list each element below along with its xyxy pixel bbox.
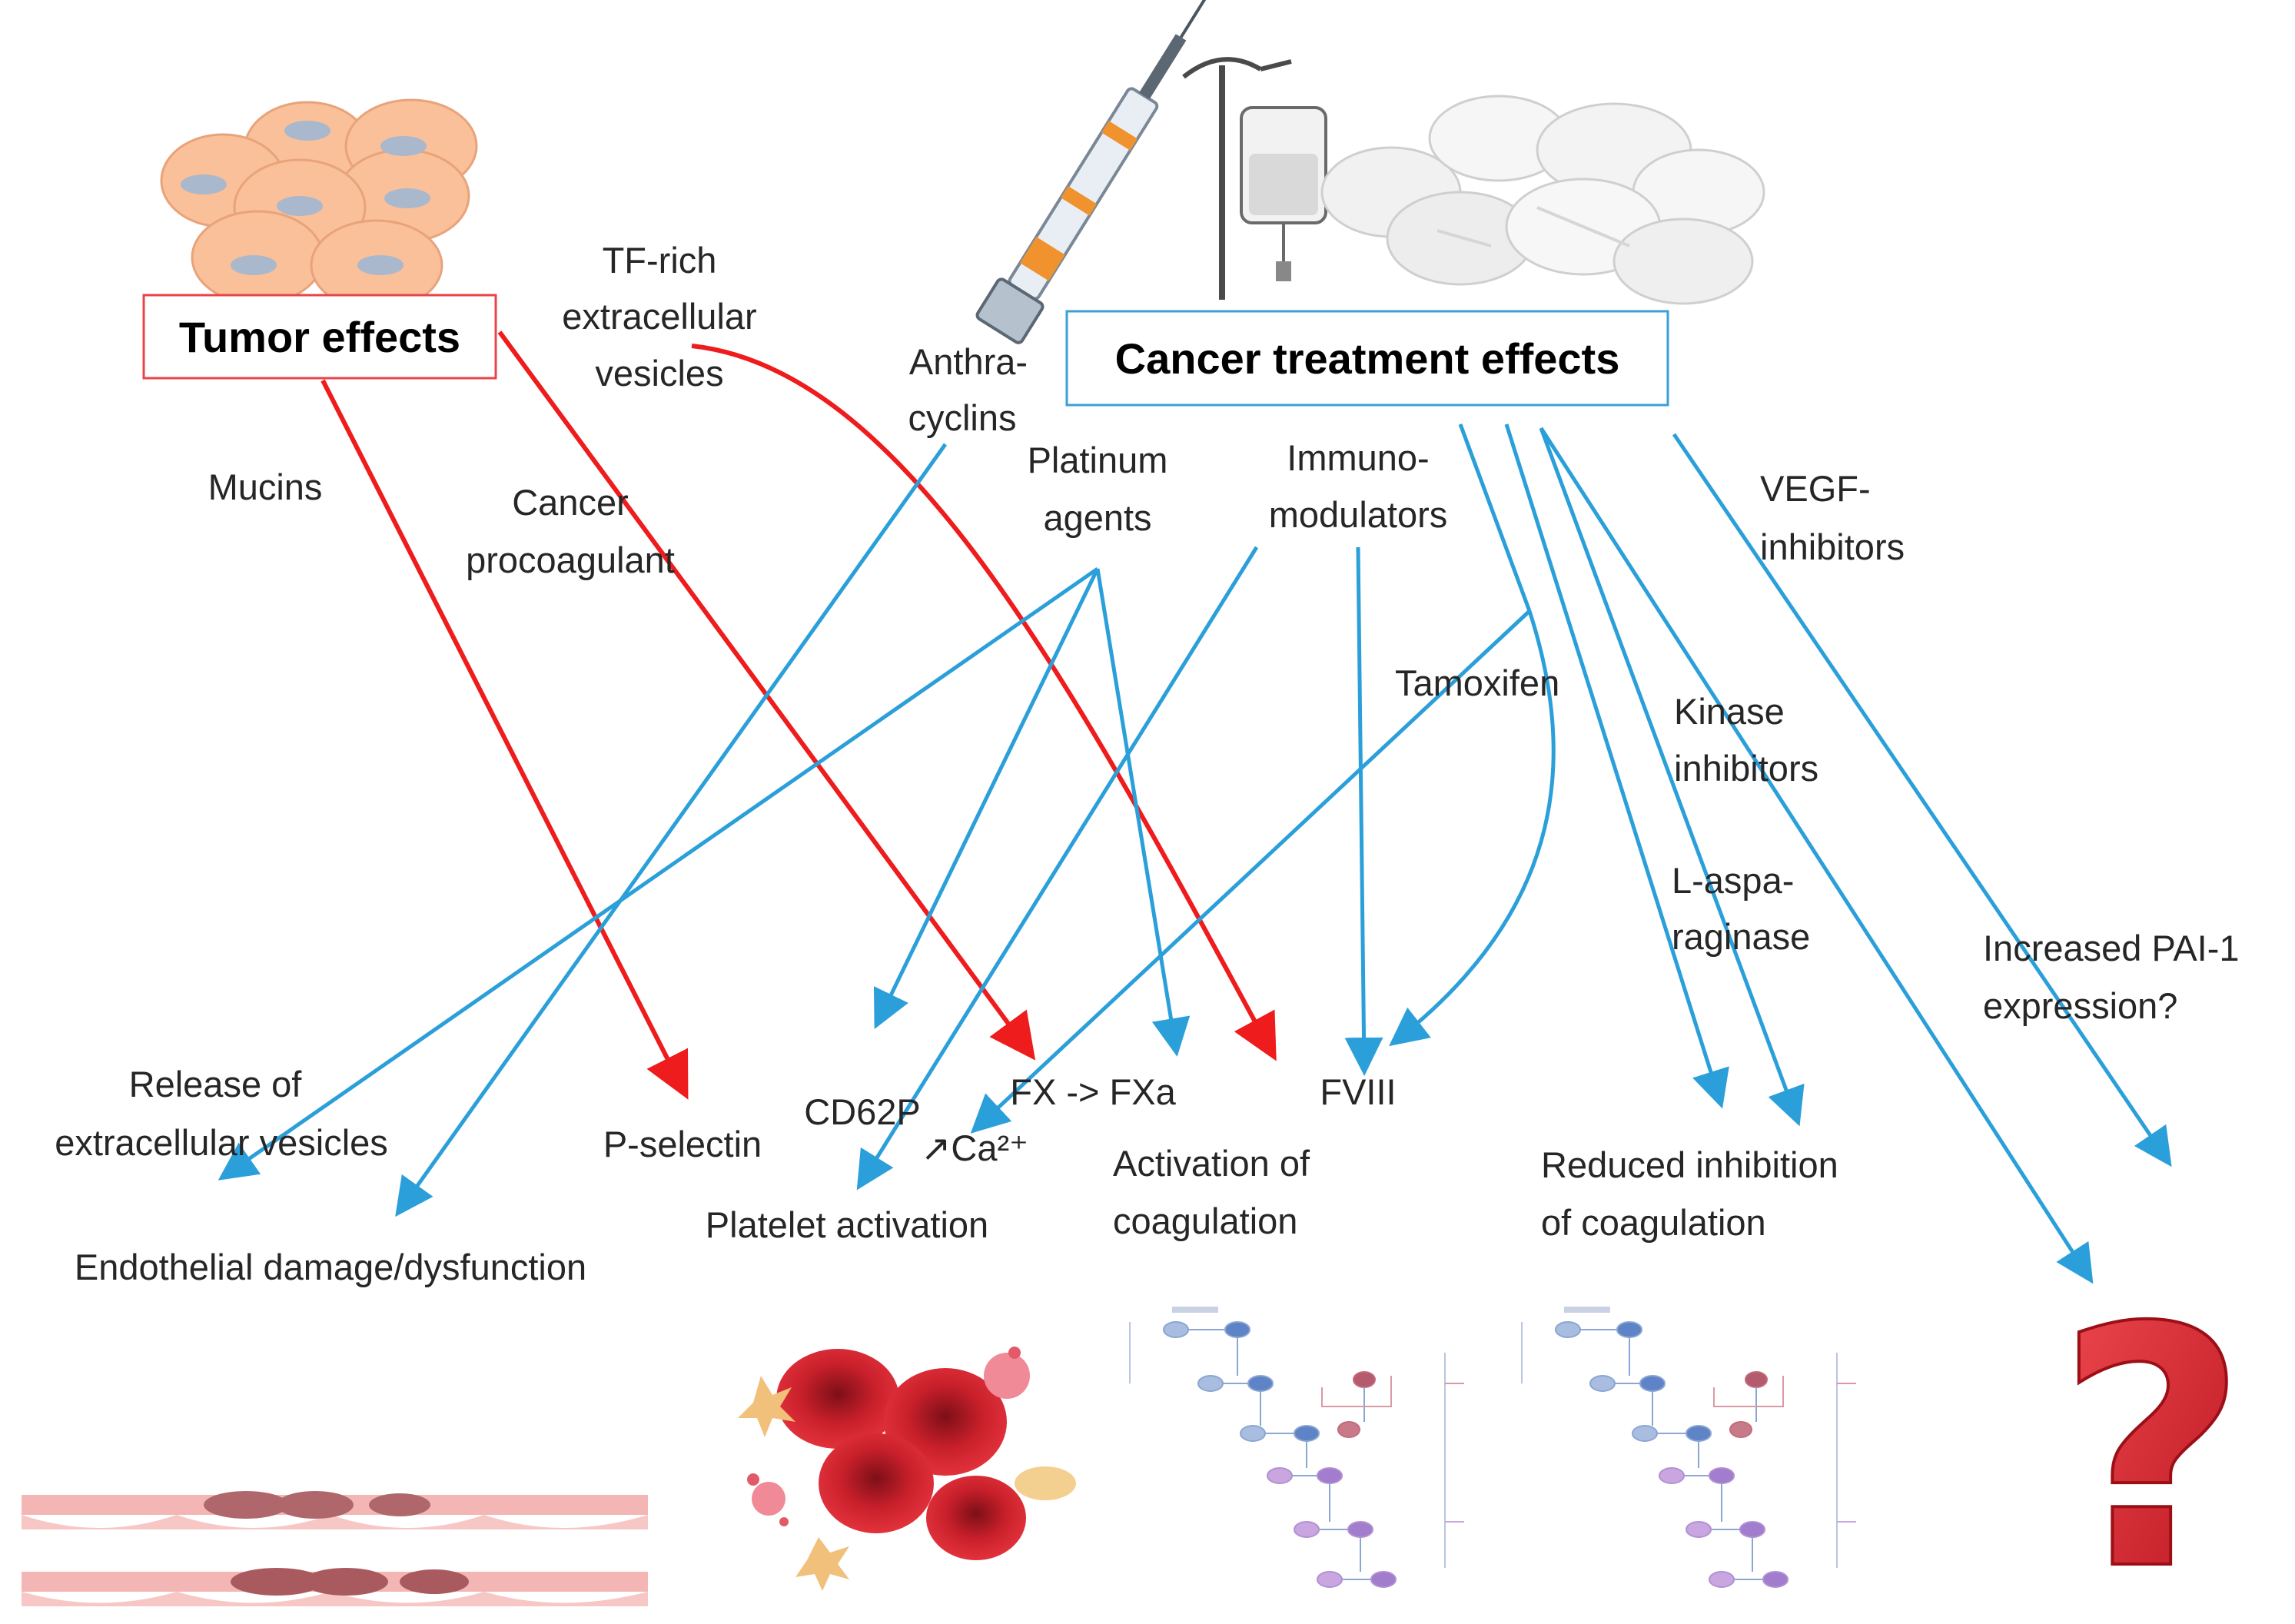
svg-text:of coagulation: of coagulation bbox=[1541, 1202, 1766, 1243]
svg-text:L-aspa-: L-aspa- bbox=[1672, 860, 1794, 901]
svg-text:raginase: raginase bbox=[1672, 916, 1810, 957]
svg-text:VEGF-: VEGF- bbox=[1760, 468, 1871, 509]
svg-text:Platinum: Platinum bbox=[1028, 440, 1168, 480]
fviii-label: FVIII bbox=[1320, 1071, 1396, 1112]
pills-illustration bbox=[1320, 95, 1765, 305]
arrow-tamoxifen-fviii bbox=[1389, 610, 1556, 1047]
coagulation-cascade-diagram-2 bbox=[1521, 1307, 1856, 1588]
svg-text:extracellular: extracellular bbox=[562, 296, 756, 337]
svg-text:inhibitors: inhibitors bbox=[1674, 748, 1818, 789]
arrow-treatment-tamoxifen-branch bbox=[1458, 423, 1532, 612]
arrow-treatment-reduced1 bbox=[1504, 423, 1729, 1109]
svg-text:Activation of: Activation of bbox=[1113, 1143, 1310, 1184]
svg-text:modulators: modulators bbox=[1269, 494, 1448, 535]
activation-coagulation-label: Activation of coagulation bbox=[1113, 1143, 1310, 1241]
arrow-vegf-pai1 bbox=[1672, 433, 2172, 1167]
blood-cells-illustration bbox=[738, 1347, 1076, 1591]
svg-text:vesicles: vesicles bbox=[595, 353, 723, 394]
svg-text:TF-rich: TF-rich bbox=[603, 240, 717, 281]
tamoxifen-label: Tamoxifen bbox=[1395, 663, 1559, 703]
iv-bag-illustration bbox=[1182, 57, 1327, 300]
platelet-activation-label: Platelet activation bbox=[706, 1204, 988, 1245]
arrow-immuno-fviii bbox=[1344, 546, 1383, 1076]
asparaginase-label: L-aspa- raginase bbox=[1672, 860, 1810, 957]
tumor-effects-box bbox=[142, 294, 497, 380]
svg-text:Anthra-: Anthra- bbox=[909, 341, 1028, 382]
cancer-treatment-title: Cancer treatment effects bbox=[1115, 334, 1620, 383]
mucins-label: Mucins bbox=[208, 467, 323, 507]
tumor-effects-title: Tumor effects bbox=[179, 313, 460, 361]
endothelium-illustration bbox=[22, 1491, 648, 1606]
endothelial-label: Endothelial damage/dysfunction bbox=[75, 1247, 586, 1287]
arrow-anthracyclins-endothelial bbox=[395, 443, 948, 1217]
arrow-platinum-release-ev bbox=[218, 566, 1099, 1181]
svg-text:inhibitors: inhibitors bbox=[1760, 526, 1905, 567]
svg-text:Release of: Release of bbox=[129, 1064, 303, 1104]
syringe-illustration bbox=[975, 0, 1224, 344]
treatment-arrows bbox=[218, 423, 2172, 1284]
arrow-kinase-question bbox=[1539, 427, 2094, 1284]
svg-text:extracellular vesicles: extracellular vesicles bbox=[55, 1122, 388, 1163]
arrow-procoagulant-fxa bbox=[497, 330, 1036, 1061]
reduced-inhibition-label: Reduced inhibition of coagulation bbox=[1541, 1144, 1838, 1243]
vegf-inhibitors-label: VEGF- inhibitors bbox=[1760, 468, 1905, 567]
svg-text:procoagulant: procoagulant bbox=[466, 540, 675, 580]
arrow-tamoxifen-ca bbox=[970, 609, 1531, 1134]
svg-text:Cancer: Cancer bbox=[512, 482, 629, 523]
arrow-platinum-fxa bbox=[1095, 568, 1191, 1057]
calcium-label: ↗Ca²⁺ bbox=[921, 1128, 1028, 1168]
pai1-label: Increased PAI-1 expression? bbox=[1983, 928, 2240, 1026]
tf-rich-vesicles-label: TF-rich extracellular vesicles bbox=[562, 240, 756, 394]
svg-text:expression?: expression? bbox=[1983, 985, 2177, 1026]
anthracyclins-label: Anthra- cyclins bbox=[908, 341, 1028, 438]
kinase-inhibitors-label: Kinase inhibitors bbox=[1674, 691, 1818, 789]
fx-fxa-label: FX -> FXa bbox=[1010, 1071, 1176, 1112]
arrow-platinum-cd62p bbox=[873, 567, 1100, 1029]
svg-text:coagulation: coagulation bbox=[1113, 1201, 1297, 1241]
coagulation-cascade-diagram-1 bbox=[1129, 1307, 1464, 1588]
tumor-arrows bbox=[321, 330, 1277, 1100]
question-mark-glyph: ? bbox=[2056, 1258, 2247, 1624]
svg-text:Increased PAI-1: Increased PAI-1 bbox=[1983, 928, 2240, 968]
arrow-tf-vesicles-activation bbox=[691, 344, 1277, 1061]
cancer-treatment-box bbox=[1065, 310, 1669, 407]
arrow-treatment-reduced2 bbox=[1539, 427, 1805, 1127]
cancer-procoagulant-label: Cancer procoagulant bbox=[466, 482, 675, 580]
release-ev-label: Release of extracellular vesicles bbox=[55, 1064, 388, 1163]
question-mark-illustration: ? bbox=[2054, 1257, 2249, 1624]
svg-text:cyclins: cyclins bbox=[908, 397, 1016, 438]
immunomodulators-label: Immuno- modulators bbox=[1269, 437, 1448, 535]
svg-text:Immuno-: Immuno- bbox=[1287, 437, 1429, 478]
tumor-cells-illustration bbox=[160, 98, 478, 311]
arrow-immuno-platelet bbox=[856, 546, 1259, 1191]
svg-text:Reduced inhibition: Reduced inhibition bbox=[1541, 1144, 1838, 1185]
svg-text:Kinase: Kinase bbox=[1674, 691, 1785, 732]
arrow-mucins-pselectin bbox=[321, 379, 689, 1100]
svg-text:agents: agents bbox=[1043, 497, 1151, 538]
platinum-agents-label: Platinum agents bbox=[1028, 440, 1168, 538]
p-selectin-label: P-selectin bbox=[603, 1124, 762, 1164]
cd62p-label: CD62P bbox=[804, 1091, 921, 1132]
